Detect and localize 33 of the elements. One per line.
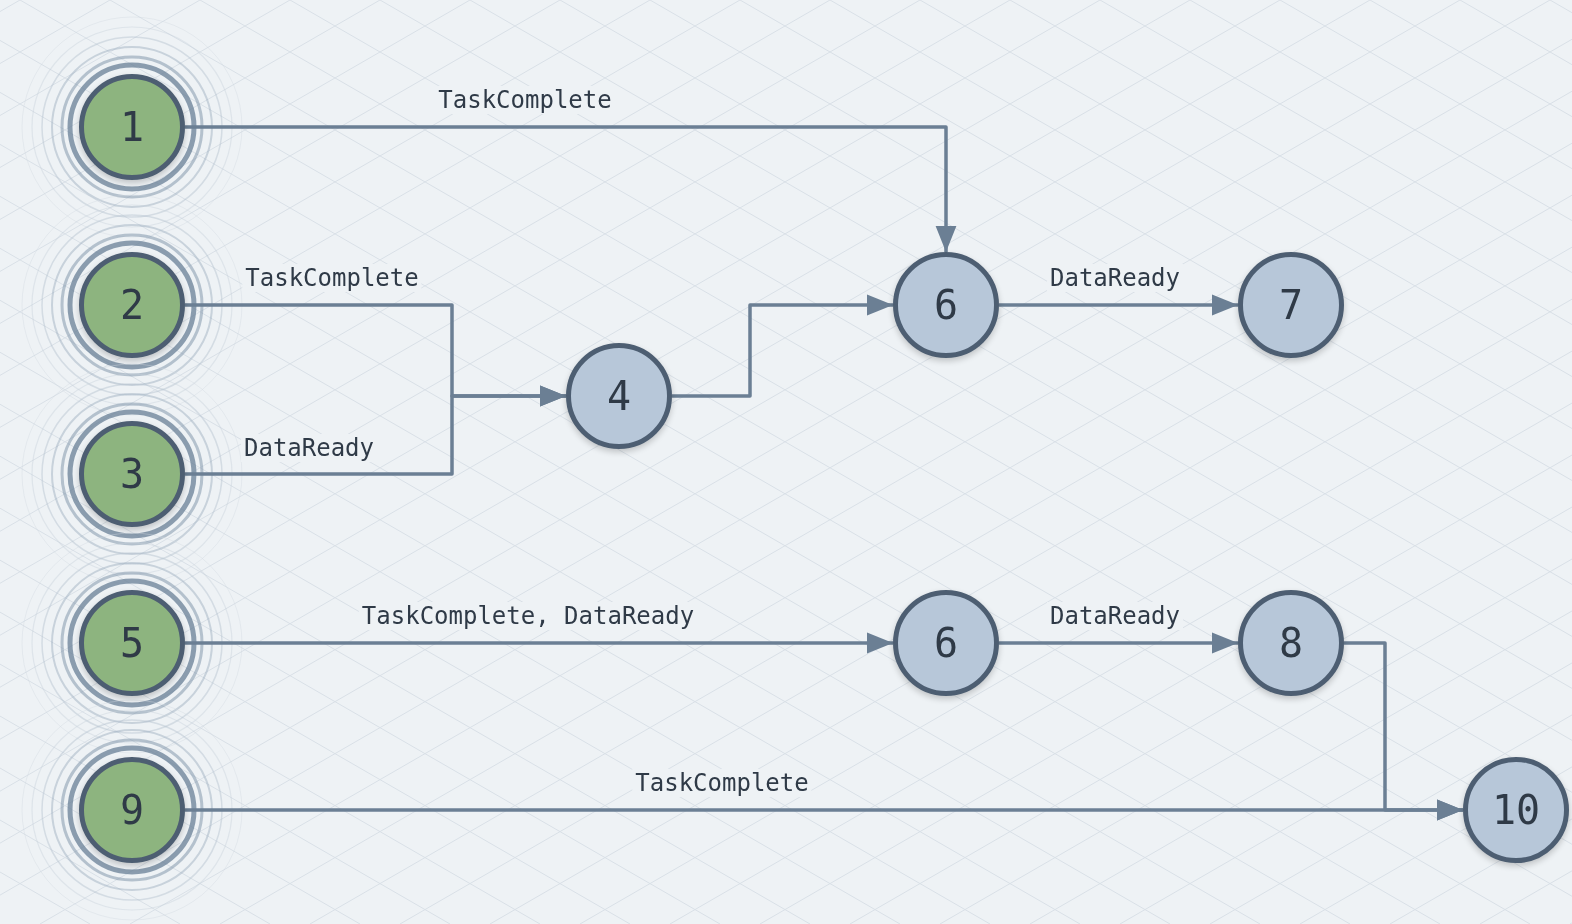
arrow (185, 799, 1463, 821)
task-node-circle (893, 252, 999, 358)
task-node-circle (566, 343, 672, 449)
edge-label: DataReady (1047, 264, 1183, 292)
node-number: 3 (119, 454, 145, 494)
node-number: 1 (119, 107, 145, 147)
arrow (999, 632, 1238, 654)
node-number: 6 (933, 285, 959, 325)
source-node-circle (79, 590, 185, 696)
source-node-circle (79, 421, 185, 527)
node-number: 7 (1278, 285, 1304, 325)
task-node-circle (1463, 757, 1569, 863)
edge-label: TaskComplete (632, 769, 812, 797)
task-node-circle (1238, 252, 1344, 358)
node-number: 10 (1491, 790, 1541, 830)
node-number: 8 (1278, 623, 1304, 663)
source-node-circle (79, 74, 185, 180)
source-node-circle (79, 252, 185, 358)
node-number: 6 (933, 623, 959, 663)
arrow (999, 294, 1238, 316)
edge-label: TaskComplete (242, 264, 422, 292)
task-node-circle (893, 590, 999, 696)
source-node-circle (79, 757, 185, 863)
node-number: 2 (119, 285, 145, 325)
arrow (185, 632, 893, 654)
arrow (185, 125, 957, 252)
node-number: 5 (119, 623, 145, 663)
arrow (185, 385, 566, 476)
task-node-circle (1238, 590, 1344, 696)
edge-label: DataReady (1047, 602, 1183, 630)
node-number: 4 (606, 376, 632, 416)
node-number: 9 (119, 790, 145, 830)
arrow (672, 294, 893, 398)
